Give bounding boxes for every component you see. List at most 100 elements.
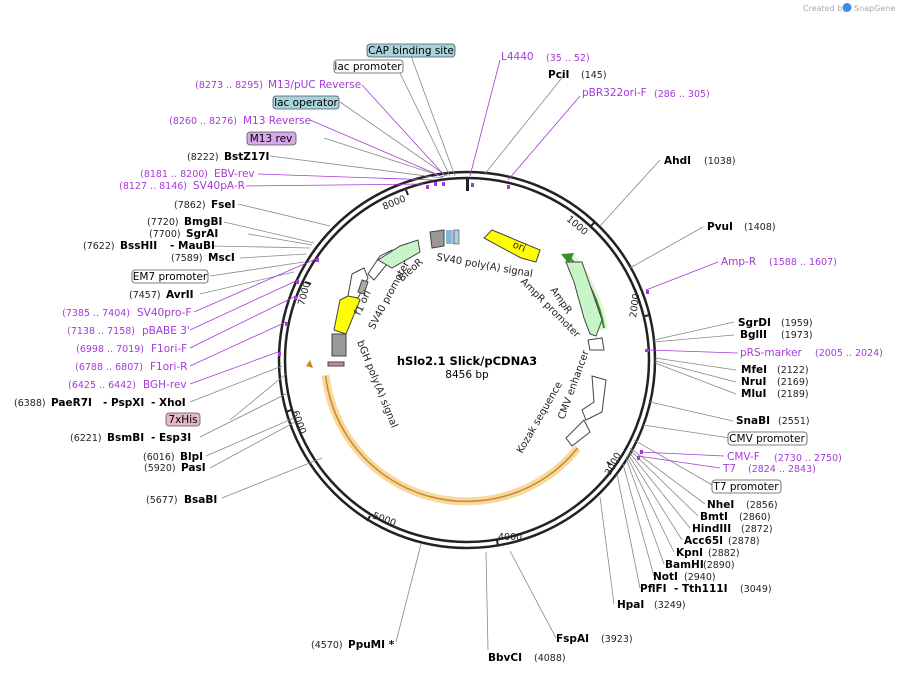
enzyme-bamhi[interactable]: BamHI — [665, 559, 704, 571]
primer-mark-cmvf — [640, 450, 643, 454]
enzyme-ahdi[interactable]: AhdI — [664, 155, 691, 167]
primer-pos-cmv-f: (2730 .. 2750) — [774, 453, 842, 464]
credit-prefix: Created by — [803, 4, 847, 13]
enzyme-bglii[interactable]: BglII — [740, 329, 767, 341]
enzyme-mlui[interactable]: MluI — [741, 388, 766, 400]
enzyme-msci[interactable]: MscI — [208, 252, 235, 264]
enzyme-pos-bsabi: (5677) — [146, 495, 178, 506]
leader-bbvci — [485, 551, 489, 651]
leader-mlui — [654, 362, 737, 395]
primer-pos-m13-puc: (8273 .. 8295) — [195, 80, 263, 91]
primer-mark-pbabe — [296, 280, 299, 284]
enzyme-maubi[interactable]: - MauBI — [170, 240, 215, 252]
enzyme-bsshii[interactable]: BssHII — [120, 240, 157, 252]
enzyme-pos-bbvci: (4088) — [534, 653, 566, 664]
primer-mark-t7 — [637, 456, 640, 460]
primer-name-prs-marker[interactable]: pRS-marker — [740, 347, 803, 359]
enzyme-acc65i[interactable]: Acc65I — [684, 535, 723, 547]
primer-name-sv40pro-f[interactable]: SV40pro-F — [137, 307, 191, 319]
primer-name-ebv-rev[interactable]: EBV-rev — [214, 168, 255, 180]
primer-name-cmv-f[interactable]: CMV-F — [727, 451, 760, 463]
cap-binding-site-box[interactable]: CAP binding site — [366, 43, 456, 58]
t7-promoter-label: T7 promoter — [712, 481, 779, 493]
enzyme-pos-bmgbi: (7720) — [147, 217, 179, 228]
primer-mark-ampr — [646, 290, 649, 294]
enzyme-bstz17i[interactable]: BstZ17I — [224, 151, 269, 163]
primer-name-f1ori-r[interactable]: F1ori-R — [150, 361, 187, 373]
primer-name-m13-puc[interactable]: M13/pUC Reverse — [268, 79, 361, 91]
enzyme-sgrdi[interactable]: SgrDI — [738, 317, 771, 329]
enzyme-ppumi[interactable]: PpuMI * — [348, 639, 395, 651]
leader-sgrdi — [653, 321, 735, 341]
enzyme-paer7i[interactable]: PaeR7I — [51, 397, 92, 409]
primer-name-t7[interactable]: T7 — [722, 463, 736, 475]
primer-name-l4440[interactable]: L4440 — [501, 51, 534, 63]
7xhis-block — [327, 361, 345, 367]
enzyme-pos-pvui: (1408) — [744, 222, 776, 233]
primer-leader-prs-marker — [647, 349, 739, 354]
cap-binding-site-label: CAP binding site — [368, 45, 454, 57]
enzyme-fsei[interactable]: FseI — [211, 199, 235, 211]
primer-mark-pbr322 — [507, 185, 510, 189]
enzyme-hindiii[interactable]: HindIII — [692, 523, 731, 535]
enzyme-mfei[interactable]: MfeI — [741, 364, 767, 376]
enzyme-pspxi[interactable]: - PspXI — [103, 397, 144, 409]
cmv-promoter-box[interactable]: CMV promoter — [727, 431, 808, 446]
leader-ppumi — [395, 543, 422, 643]
enzyme-pos-pasi: (5920) — [144, 463, 176, 474]
enzyme-pflfi[interactable]: PflFI — [640, 583, 667, 595]
m13-rev-box[interactable]: M13 rev — [246, 131, 297, 146]
enzyme-pos-mfei: (2122) — [777, 365, 809, 376]
primer-pos-amp-r: (1588 .. 1607) — [769, 257, 837, 268]
enzyme-sgrai[interactable]: SgrAI — [186, 228, 218, 240]
t7-promoter-box[interactable]: T7 promoter — [711, 479, 782, 494]
enzyme-bmti[interactable]: BmtI — [700, 511, 728, 523]
enzyme-nhei[interactable]: NheI — [707, 499, 734, 511]
enzyme-pvui[interactable]: PvuI — [707, 221, 733, 233]
enzyme-noti[interactable]: NotI — [653, 571, 678, 583]
enzyme-pos-hpai: (3249) — [654, 600, 686, 611]
primer-name-bgh-rev[interactable]: BGH-rev — [143, 379, 187, 391]
7xhis-box[interactable]: 7xHis — [165, 412, 201, 427]
leader-bmti — [629, 449, 699, 517]
lac-promoter-box[interactable]: lac promoter — [333, 59, 404, 74]
primer-name-amp-r[interactable]: Amp-R — [721, 256, 756, 268]
enzyme-xhoi[interactable]: - XhoI — [151, 397, 186, 409]
leader-bsabi — [221, 457, 323, 499]
primer-leader-cmv-f — [639, 451, 725, 457]
enzyme-snabi[interactable]: SnaBI — [736, 415, 770, 427]
lac-operator-box[interactable]: lac operator — [272, 95, 340, 110]
enzyme-kpni[interactable]: KpnI — [676, 547, 703, 559]
enzyme-bmgbi[interactable]: BmgBI — [184, 216, 222, 228]
primer-name-m13-reverse[interactable]: M13 Reverse — [243, 115, 311, 127]
enzyme-pos-msci: (7589) — [171, 253, 203, 264]
leader-msci — [239, 253, 307, 259]
primer-pos-pbr322ori: (286 .. 305) — [654, 89, 710, 100]
enzyme-esp3i[interactable]: - Esp3I — [151, 432, 191, 444]
primer-name-pbr322ori[interactable]: pBR322ori-F — [582, 87, 647, 99]
primer-name-f1ori-f[interactable]: F1ori-F — [151, 343, 187, 355]
tick-label-5000: 5000 — [371, 510, 397, 529]
enzyme-pos-kpni: (2882) — [708, 548, 740, 559]
tick-mark-6000 — [285, 409, 292, 413]
inner-features — [327, 229, 607, 447]
enzyme-pcii[interactable]: PciI — [548, 69, 569, 81]
enzyme-bbvci[interactable]: BbvCI — [488, 652, 522, 664]
enzyme-nrui[interactable]: NruI — [741, 376, 766, 388]
enzyme-hpai[interactable]: HpaI — [617, 599, 644, 611]
primer-mark-f1orif — [294, 296, 297, 300]
enzyme-blpi[interactable]: BlpI — [180, 451, 203, 463]
leader-nhei — [629, 447, 706, 505]
primer-name-sv40pa-r[interactable]: SV40pA-R — [193, 180, 245, 192]
em7-promoter-box[interactable]: EM7 promoter — [131, 269, 209, 284]
primer-leader-ebvrev — [257, 173, 435, 181]
sv40-polya-block — [429, 229, 445, 249]
primer-leader-pbabe — [189, 279, 299, 331]
enzyme-bsabi[interactable]: BsaBI — [184, 494, 217, 506]
enzyme-bsmbi[interactable]: BsmBI — [107, 432, 144, 444]
enzyme-tth111i[interactable]: - Tth111I — [674, 583, 728, 595]
primer-name-pbabe3[interactable]: pBABE 3' — [142, 325, 190, 337]
enzyme-pasi[interactable]: PasI — [181, 462, 206, 474]
enzyme-fspai[interactable]: FspAI — [556, 633, 589, 645]
enzyme-avrii[interactable]: AvrII — [166, 289, 194, 301]
